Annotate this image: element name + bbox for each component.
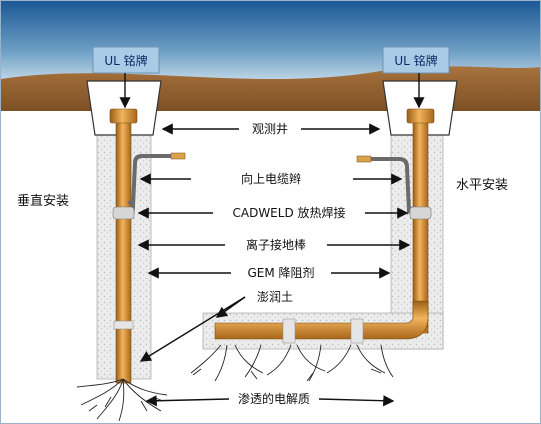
ion-rod-label: 离子接地棒 (246, 237, 306, 252)
ul-plate-left-label: UL 铭牌 (104, 53, 147, 68)
left-electrolyte-roots (76, 378, 168, 422)
inspection-well-label: 观测井 (252, 122, 288, 136)
horizontal-install-label: 水平安装 (456, 178, 508, 193)
backfill-label: 澎润土 (257, 290, 293, 304)
cadweld-label: CADWELD 放热焊接 (232, 205, 345, 220)
left-ground-rod (115, 112, 132, 384)
trench-electrolyte-roots (190, 344, 394, 382)
right-cable-pigtail (361, 157, 417, 215)
ul-plate-left (92, 46, 160, 74)
right-ground-rod (412, 112, 429, 334)
pigtail-label: 向上电缆辫 (241, 171, 301, 186)
ground (1, 111, 540, 423)
ul-plate-right (382, 46, 450, 74)
right-rod-bend (214, 300, 429, 340)
vertical-install-label: 垂直安装 (17, 194, 69, 209)
electrolyte-label: 渗透的电解质 (238, 391, 310, 406)
left-rod-cap (109, 108, 138, 124)
ul-plate-right-label: UL 铭牌 (394, 53, 437, 68)
left-cable-pigtail (127, 154, 181, 212)
callout-arrows (119, 73, 425, 407)
gem-label: GEM 降阻剂 (247, 265, 314, 280)
